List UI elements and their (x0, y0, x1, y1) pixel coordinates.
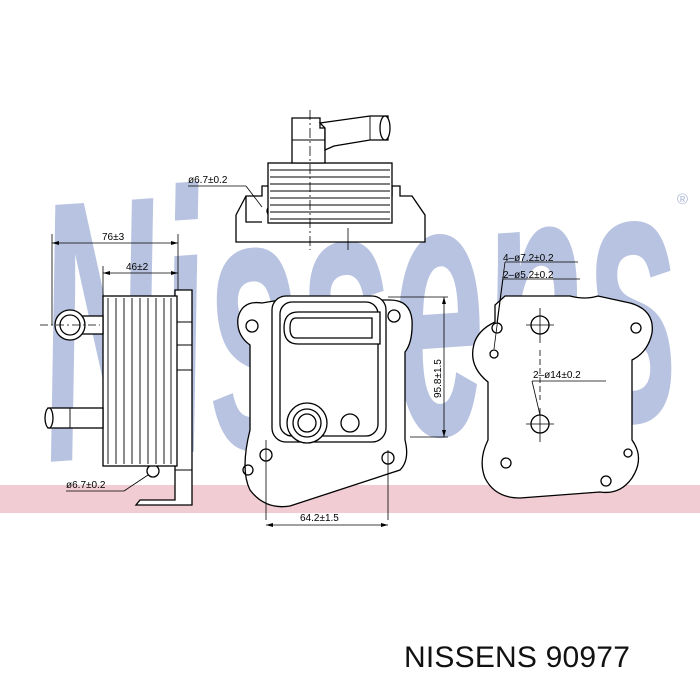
side-view-fins (107, 298, 172, 464)
dim-top-hole: ø6.7±0.2 (188, 175, 263, 208)
gasket-view (471, 295, 653, 499)
dim-side-hole: ø6.7±0.2 (66, 474, 149, 492)
dim-76-label: 76±3 (102, 232, 125, 243)
dim-ports-2-label: 2–ø14±0.2 (533, 370, 581, 381)
caption-brand: NISSENS (404, 641, 538, 674)
side-view (40, 289, 193, 506)
caption-part-number: 90977 (545, 641, 631, 674)
top-view (235, 110, 426, 250)
dim-46-label: 46±2 (126, 262, 149, 273)
part-caption: NISSENS 90977 (404, 641, 630, 675)
dim-side-hole-label: ø6.7±0.2 (66, 480, 106, 491)
dim-76: 76±3 (51, 232, 179, 325)
dim-holes-4-label: 4–ø7.2±0.2 (503, 253, 554, 264)
dim-holes-2-label: 2–ø5.2±0.2 (503, 270, 554, 281)
front-view (237, 295, 413, 520)
dim-46: 46±2 (102, 262, 178, 296)
dim-64: 64.2±1.5 (266, 513, 388, 527)
top-view-fins (270, 169, 390, 220)
dim-top-hole-label: ø6.7±0.2 (188, 175, 228, 186)
registered-mark: ® (677, 191, 689, 208)
dim-95: 95.8±1.5 (388, 296, 448, 438)
dim-64-label: 64.2±1.5 (300, 513, 339, 524)
dim-95-label: 95.8±1.5 (433, 359, 444, 398)
dim-holes-2: 2–ø5.2±0.2 (493, 270, 580, 350)
dim-ports-2: 2–ø14±0.2 (531, 370, 606, 416)
